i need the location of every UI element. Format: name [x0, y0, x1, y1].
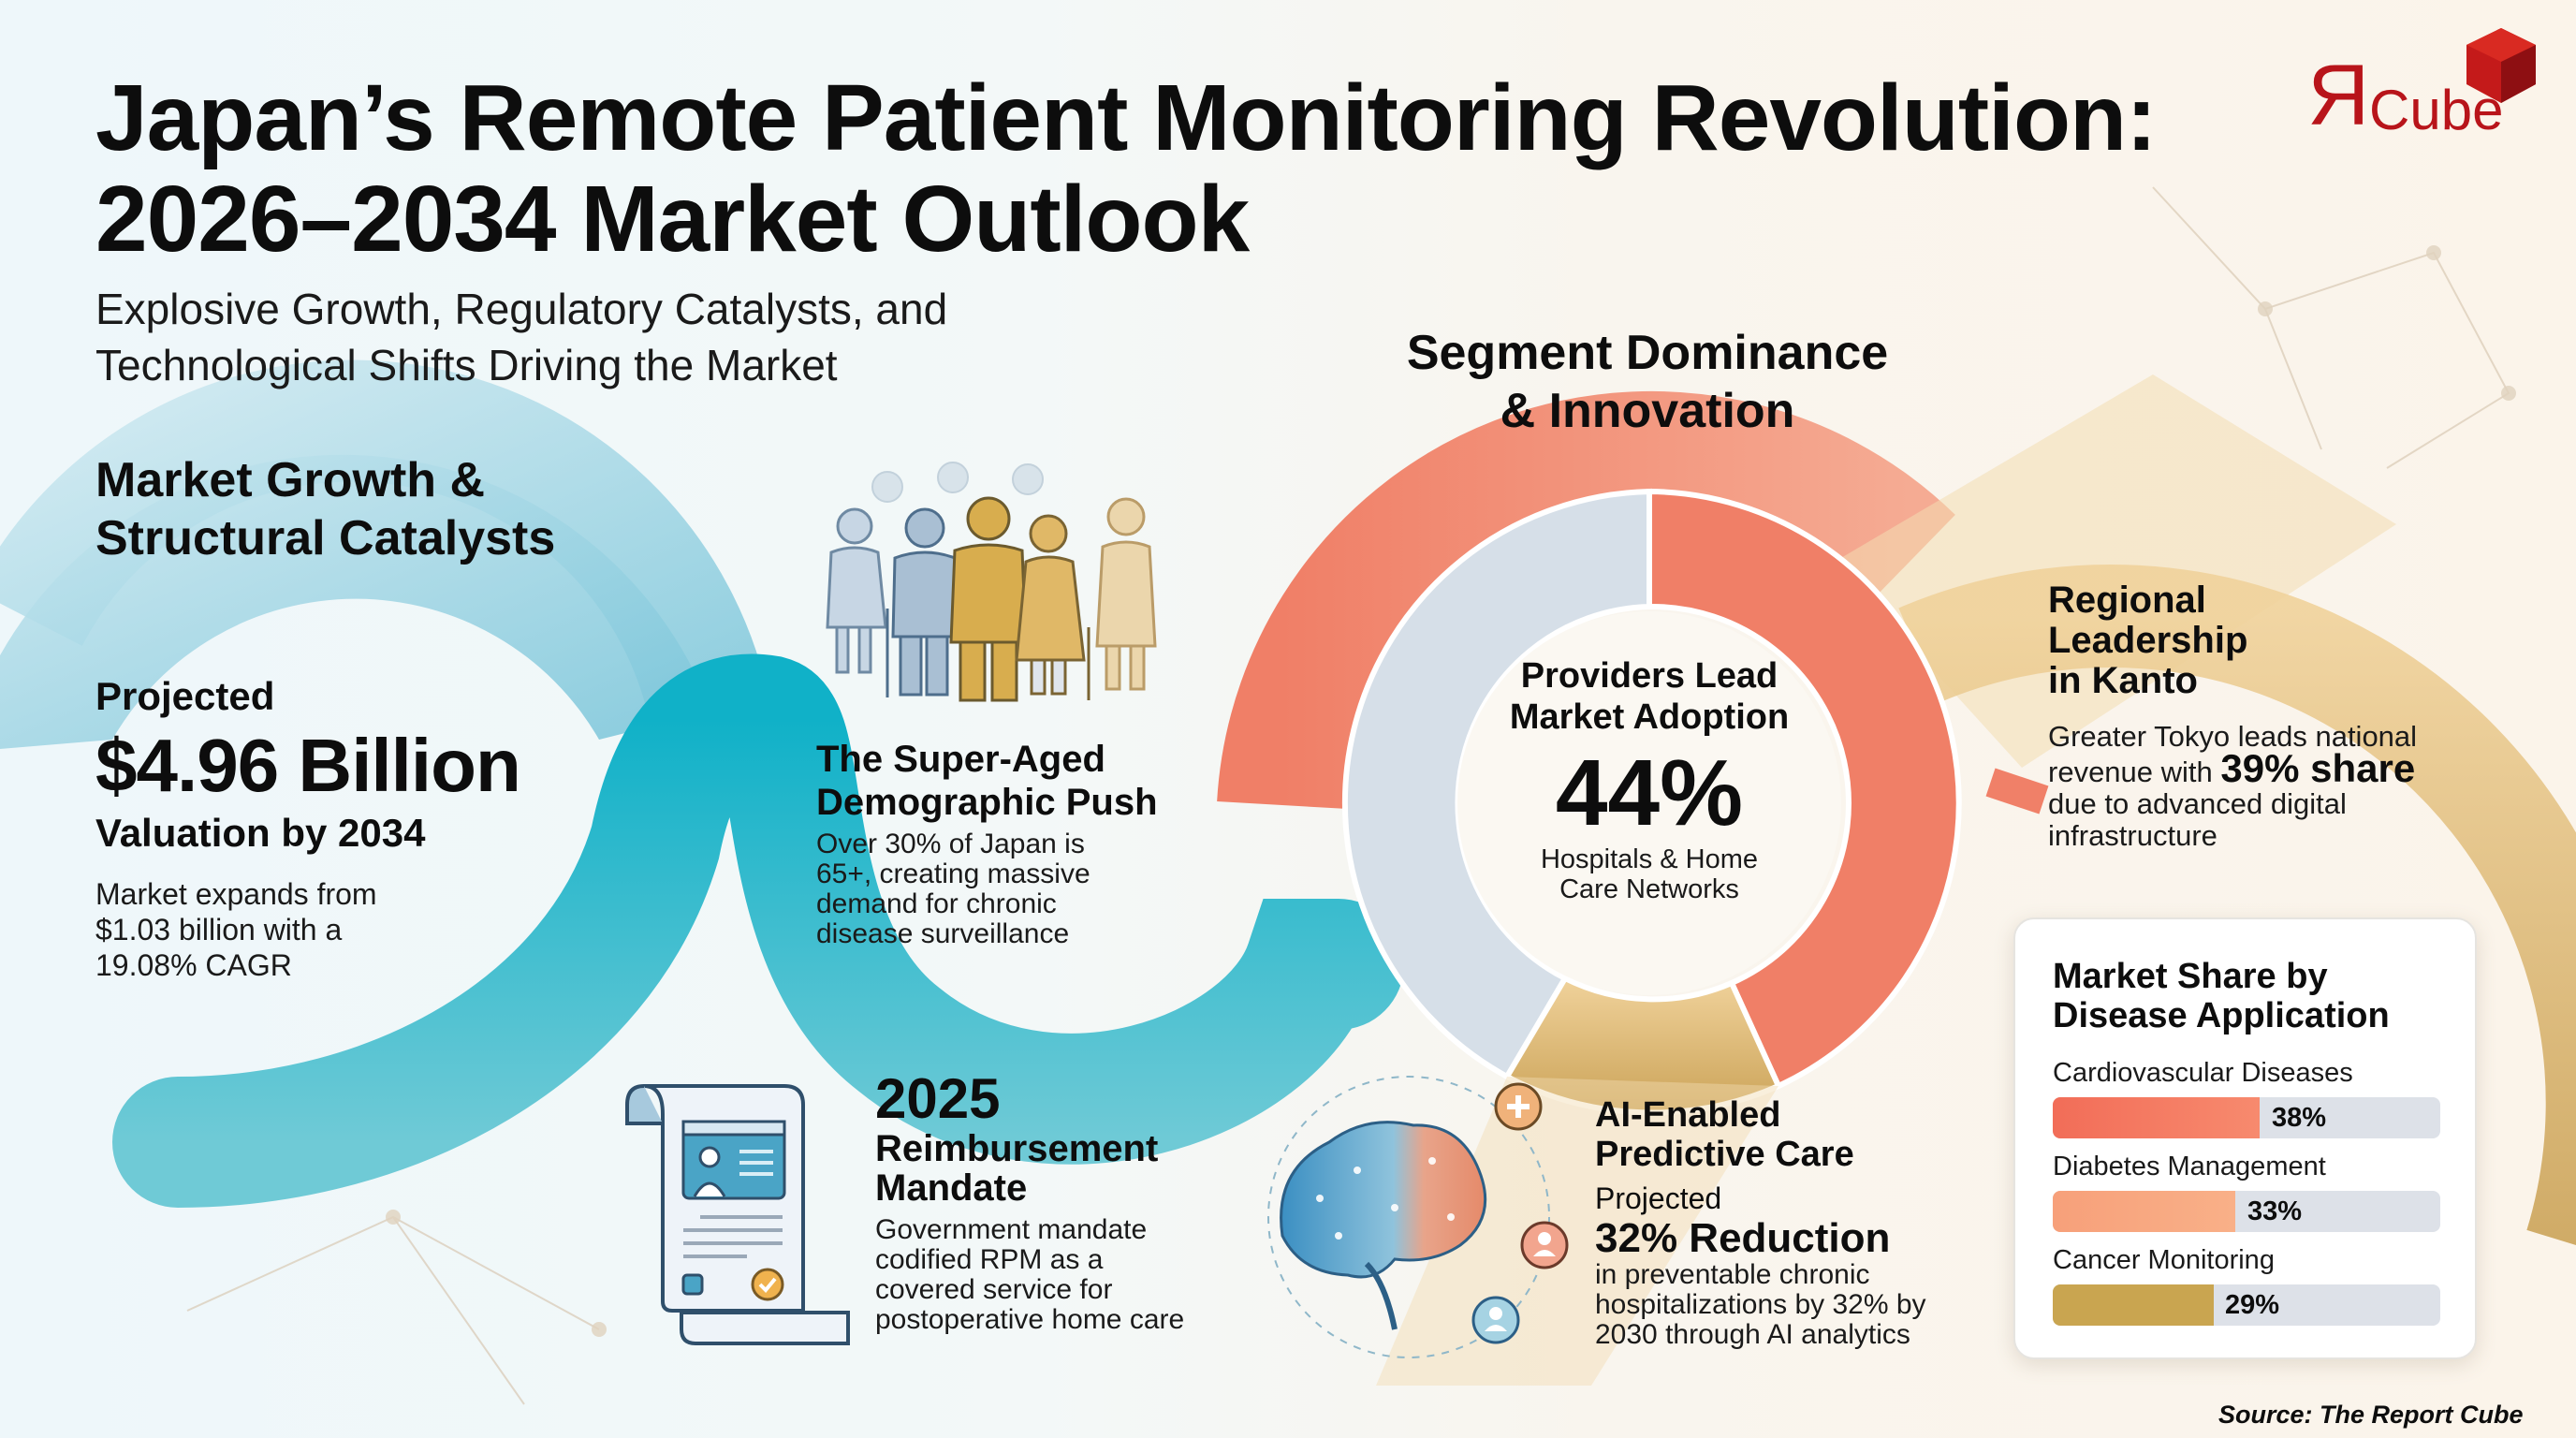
ai-reduction-value: 32% Reduction — [1595, 1215, 1891, 1261]
bar-value: 38% — [2272, 1103, 2327, 1133]
heading-line: & Innovation — [1500, 384, 1795, 438]
desc-line: infrastructure — [2048, 819, 2217, 852]
heading-line: Regional — [2048, 580, 2206, 621]
heading-line: Predictive Care — [1595, 1135, 1854, 1174]
heading-line: AI-Enabled — [1595, 1095, 1781, 1135]
desc-line: Greater Tokyo leads national — [2048, 720, 2418, 753]
growth-description: Market expands from $1.03 billion with a… — [95, 876, 489, 983]
projected-value: $4.96 Billion — [95, 724, 521, 807]
valuation-year: Valuation by 2034 — [95, 811, 426, 855]
ai-description: in preventable chronic hospitalizations … — [1595, 1260, 1988, 1350]
heading-line: Leadership — [2048, 620, 2248, 661]
document-scroll-checkmark-icon — [625, 1084, 850, 1345]
center-sub-line: Hospitals & Home — [1540, 844, 1759, 874]
heading-line: The Super-Aged — [816, 739, 1105, 780]
regional-description: Greater Tokyo leads national revenue wit… — [2048, 721, 2479, 852]
heading-line: Structural Catalysts — [95, 511, 556, 565]
bar-fill — [2053, 1284, 2214, 1326]
elderly-people-group-icon — [826, 462, 1157, 702]
subtitle-line-1: Explosive Growth, Regulatory Catalysts, … — [95, 285, 948, 333]
heading-line: Disease Application — [2053, 996, 2390, 1035]
desc-line: 65+, creating massive — [816, 858, 1090, 889]
heading-line: Market Growth & — [95, 453, 486, 507]
desc-line: postoperative home care — [875, 1304, 1185, 1335]
demographic-heading: The Super-Aged Demographic Push — [816, 738, 1303, 824]
desc-line: Market expands from — [95, 877, 377, 911]
bar-fill — [2053, 1191, 2235, 1232]
reimbursement-heading: Reimbursement Mandate — [875, 1129, 1231, 1208]
center-label-line: Providers Lead — [1520, 656, 1778, 696]
desc-line: hospitalizations by 32% by — [1595, 1289, 1926, 1320]
demographic-description: Over 30% of Japan is 65+, creating massi… — [816, 829, 1247, 949]
regional-heading: Regional Leadership in Kanto — [2048, 580, 2385, 701]
ai-projected-label: Projected — [1595, 1181, 1722, 1215]
logo-letter: Я — [2307, 48, 2370, 143]
brain-network-icon — [1267, 1076, 1569, 1358]
desc-line: Over 30% of Japan is — [816, 829, 1085, 859]
red-cube-icon — [2466, 28, 2536, 103]
page-title: Japan’s Remote Patient Monitoring Revolu… — [95, 67, 2248, 270]
bar-value: 33% — [2247, 1196, 2303, 1226]
desc-line: due to advanced digital — [2048, 787, 2347, 820]
title-line-1: Japan’s Remote Patient Monitoring Revolu… — [95, 66, 2157, 170]
ai-care-heading: AI-Enabled Predictive Care — [1595, 1095, 1969, 1174]
bar-label: Cancer Monitoring — [2053, 1245, 2275, 1275]
segment-heading: Segment Dominance & Innovation — [1348, 324, 1947, 440]
projected-label: Projected — [95, 674, 275, 718]
subtitle-line-2: Technological Shifts Driving the Market — [95, 341, 838, 389]
card-title: Market Share by Disease Application — [2053, 957, 2446, 1035]
desc-line: $1.03 billion with a — [95, 913, 343, 946]
heading-line: Demographic Push — [816, 782, 1158, 823]
desc-text: revenue with — [2048, 756, 2221, 788]
disease-share-card: Market Share by Disease Application Card… — [2013, 917, 2477, 1359]
bar-track-cardiovascular: 38% — [2053, 1097, 2440, 1138]
reimbursement-description: Government mandate codified RPM as a cov… — [875, 1215, 1250, 1335]
center-percentage: 44% — [1555, 741, 1744, 845]
bar-label: Diabetes Management — [2053, 1152, 2326, 1181]
desc-line: demand for chronic — [816, 888, 1057, 919]
bar-fill — [2053, 1097, 2261, 1138]
desc-line: codified RPM as a — [875, 1244, 1104, 1275]
donut-center-label: Providers Lead Market Adoption 44% Hospi… — [1462, 655, 1837, 904]
desc-line: in preventable chronic — [1595, 1259, 1870, 1290]
heading-line: Reimbursement — [875, 1128, 1159, 1169]
desc-line: 2030 through AI analytics — [1595, 1319, 1910, 1350]
heading-line: Segment Dominance — [1406, 326, 1889, 380]
bar-label: Cardiovascular Diseases — [2053, 1058, 2353, 1088]
bar-track-cancer: 29% — [2053, 1284, 2440, 1326]
page-subtitle: Explosive Growth, Regulatory Catalysts, … — [95, 281, 1125, 393]
heading-line: Mandate — [875, 1167, 1028, 1209]
center-sub-line: Care Networks — [1559, 874, 1739, 904]
title-line-2: 2026–2034 Market Outlook — [95, 167, 1250, 271]
bar-value: 29% — [2225, 1290, 2280, 1320]
rcube-logo: Я Cube — [2298, 26, 2541, 139]
bar-track-diabetes: 33% — [2053, 1191, 2440, 1232]
desc-line: Government mandate — [875, 1214, 1148, 1245]
reimbursement-year: 2025 — [875, 1067, 1001, 1130]
heading-line: Market Share by — [2053, 957, 2328, 996]
desc-line: revenue with 39% share — [2048, 749, 2479, 788]
share-highlight: 39% share — [2220, 746, 2416, 790]
desc-line: disease surveillance — [816, 918, 1070, 949]
heading-line: in Kanto — [2048, 660, 2198, 701]
desc-line: 19.08% CAGR — [95, 948, 292, 982]
center-label-line: Market Adoption — [1509, 697, 1790, 737]
market-growth-heading: Market Growth & Structural Catalysts — [95, 451, 751, 567]
desc-line: covered service for — [875, 1274, 1113, 1305]
source-credit: Source: The Report Cube — [2218, 1401, 2524, 1429]
